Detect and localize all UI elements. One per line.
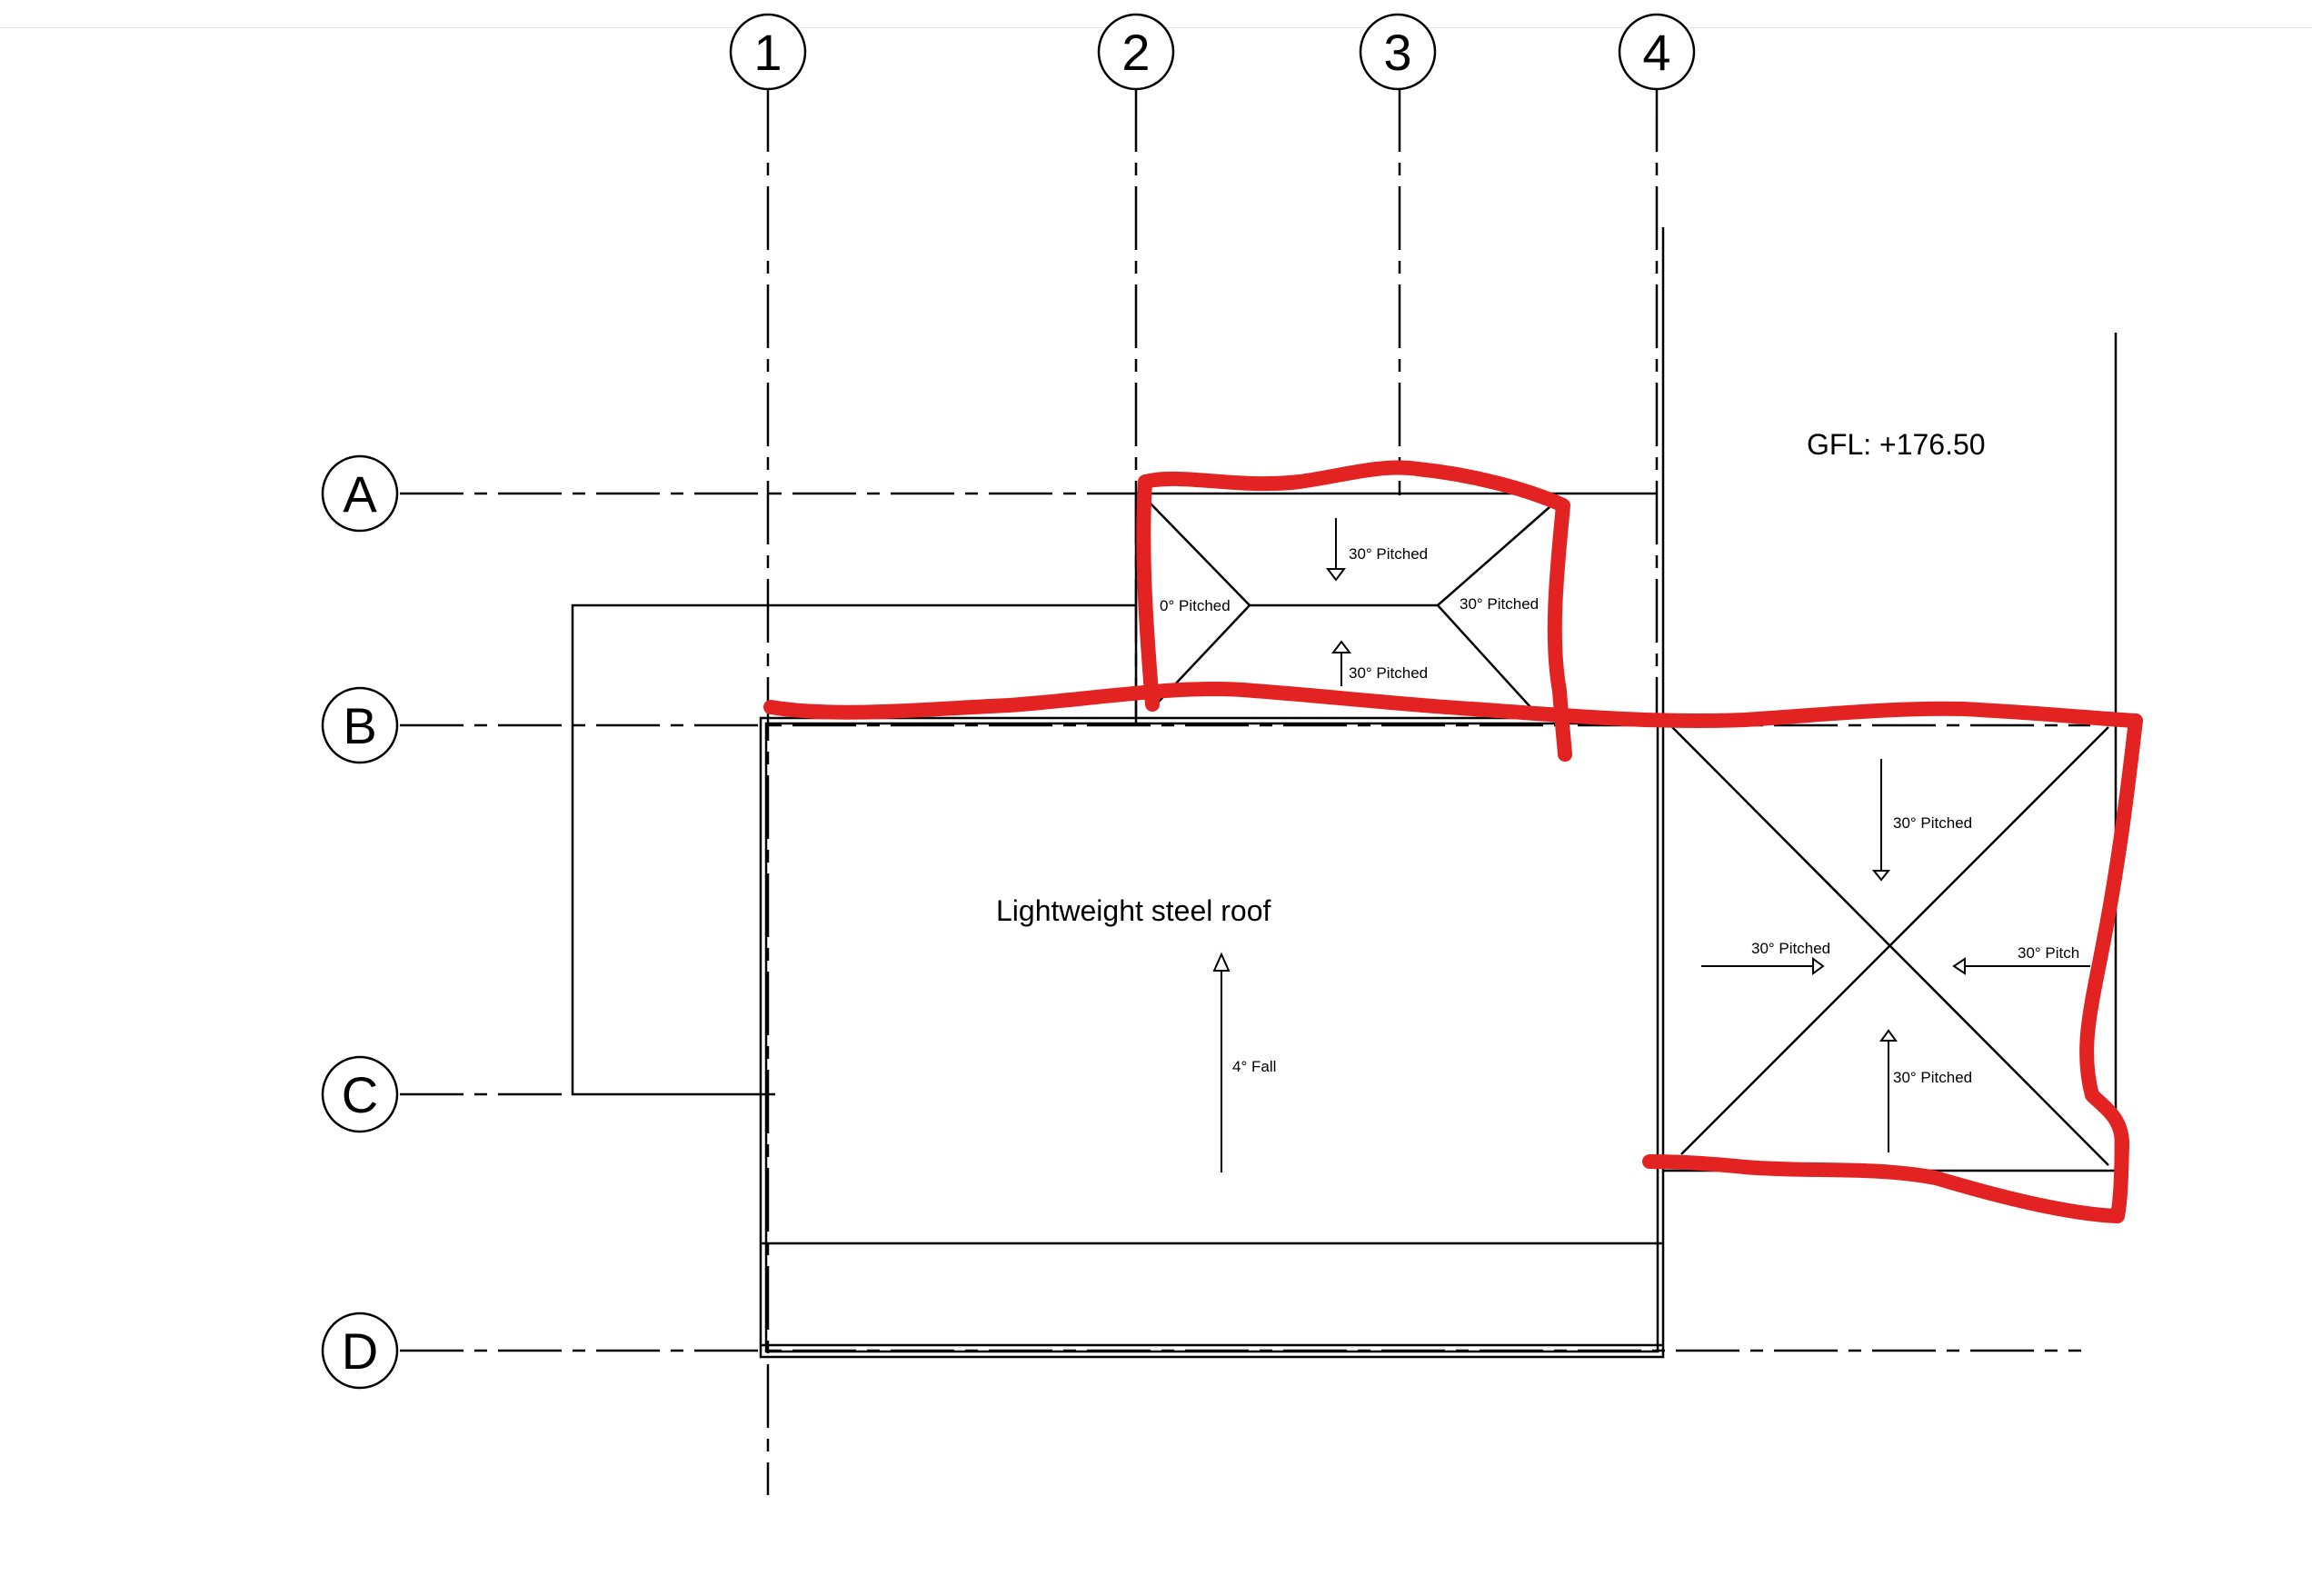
- right-roof-label-left: 30° Pitched: [1751, 940, 1830, 957]
- slope-arrows: [1212, 518, 2090, 1172]
- roof-outlines: [571, 227, 2118, 1359]
- grid-label-3: 3: [1383, 24, 1411, 81]
- grid-label-D: D: [342, 1322, 378, 1380]
- grid-bubble-3: [1359, 13, 1437, 91]
- left-wing-outline: [571, 603, 1136, 1096]
- grid-label-C: C: [342, 1066, 378, 1123]
- grid-bubble-C: [321, 1055, 399, 1133]
- grid-bubbles: [321, 13, 1696, 1390]
- right-roof-hip-2: [1680, 726, 2109, 1155]
- grid-bubble-A: [321, 454, 399, 533]
- right-roof-label-top: 30° Pitched: [1893, 814, 1972, 832]
- top-roof-label-top: 30° Pitched: [1349, 545, 1428, 563]
- top-roof-hip-br: [1437, 604, 1541, 719]
- top-roof-hip-tr: [1437, 506, 1550, 606]
- grid-bubble-D: [321, 1312, 399, 1390]
- right-roof-arrow-right-head: [1812, 957, 1825, 975]
- grid-label-1: 1: [753, 24, 782, 81]
- right-roof-arrow-up-head: [1879, 1029, 1898, 1042]
- grid-bubble-4: [1618, 13, 1696, 91]
- top-roof-label-bottom: 30° Pitched: [1349, 664, 1428, 682]
- grid-lines: [400, 88, 2090, 1495]
- top-roof-arrow-down-head: [1326, 568, 1346, 582]
- grid-bubble-B: [321, 686, 399, 764]
- right-roof-arrow-down-head: [1871, 870, 1891, 882]
- red-markup: [763, 460, 2143, 1223]
- grid-label-A: A: [343, 465, 377, 523]
- main-roof-outline: [759, 716, 1665, 1359]
- level-label: GFL: +176.50: [1807, 428, 1986, 461]
- top-roof-outline: [1134, 492, 1657, 718]
- right-roof-label-bottom: 30° Pitched: [1893, 1069, 1972, 1086]
- main-roof-inner-outline: [764, 722, 1659, 1353]
- grid-label-2: 2: [1121, 24, 1150, 81]
- main-roof-label: Lightweight steel roof: [996, 894, 1271, 927]
- grid-label-B: B: [343, 697, 376, 754]
- top-roof-arrow-up-head: [1331, 640, 1351, 653]
- main-fall-arrow-head: [1212, 952, 1231, 972]
- right-roof-arrow-left-head: [1952, 957, 1966, 975]
- main-fall-label: 4° Fall: [1232, 1058, 1276, 1075]
- grid-bubble-labels: 1 2 3 4 A B C D: [342, 24, 1671, 1380]
- grid-bubble-2: [1097, 13, 1175, 91]
- grid-label-4: 4: [1642, 24, 1670, 81]
- top-roof-hip-tl: [1148, 501, 1251, 606]
- top-roof-label-right: 30° Pitched: [1460, 595, 1539, 613]
- markup-horizontal-band: [763, 681, 2143, 728]
- right-roof-label-right: 30° Pitch: [2018, 944, 2079, 962]
- grid-bubble-1: [729, 13, 807, 91]
- markup-top-roof-outline: [1136, 460, 1572, 762]
- top-roof-label-left: 0° Pitched: [1160, 597, 1231, 614]
- markup-right-roof-outline: [1642, 713, 2143, 1223]
